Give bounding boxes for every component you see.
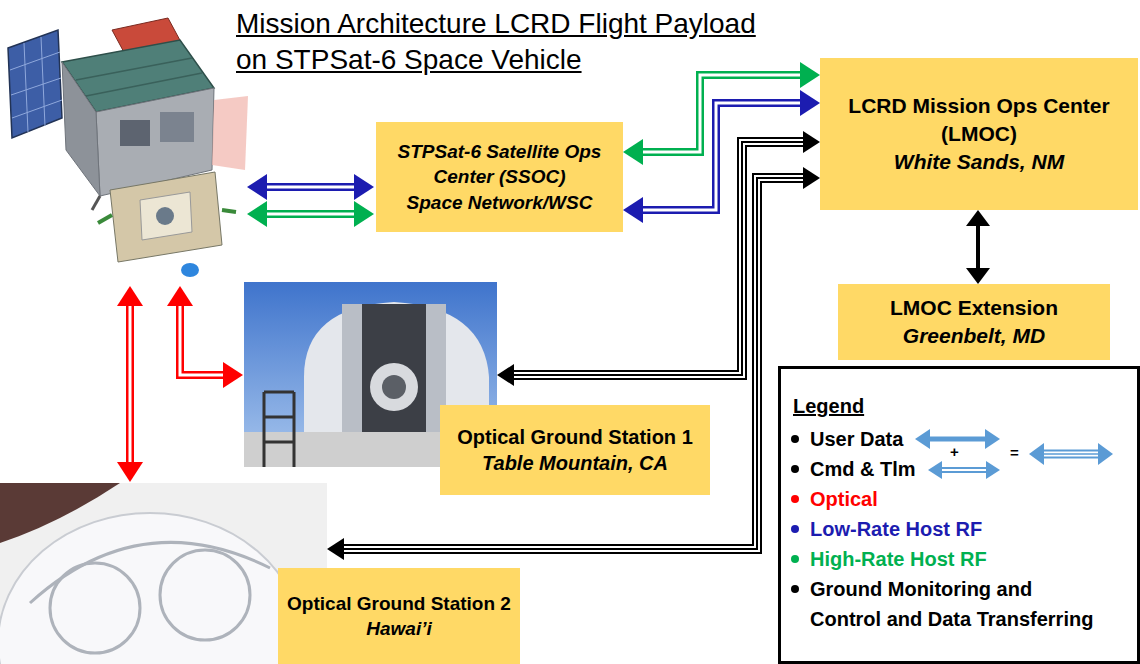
connector-line bbox=[641, 103, 802, 210]
connector-line bbox=[976, 224, 980, 270]
node-location: Hawai’i bbox=[366, 616, 431, 641]
diagram-title: Mission Architecture LCRD Flight Payload… bbox=[236, 6, 776, 79]
node-name: Optical Ground Station 1 bbox=[457, 424, 693, 450]
legend-entry: Low-Rate Host RF bbox=[791, 514, 982, 544]
arrowhead bbox=[623, 139, 643, 165]
satellite-illustration bbox=[8, 18, 248, 277]
legend-swatch bbox=[791, 495, 799, 503]
node-location: Table Mountain, CA bbox=[482, 450, 668, 476]
node-name: LMOC Extension bbox=[890, 294, 1058, 322]
ops-center-box: LMOC ExtensionGreenbelt, MD bbox=[838, 284, 1110, 360]
legend-entry: User Data bbox=[791, 424, 903, 454]
legend-swatch bbox=[791, 525, 799, 533]
node-location: Space Network/WSC bbox=[407, 190, 593, 215]
ops-center-box: LCRD Mission Ops Center (LMOC)White Sand… bbox=[820, 58, 1138, 210]
connector bbox=[966, 210, 990, 284]
arrowhead bbox=[327, 538, 344, 560]
arrowhead bbox=[623, 197, 643, 223]
legend-entry: Ground Monitoring and Control and Data T… bbox=[791, 574, 1102, 634]
connector-line bbox=[342, 178, 805, 549]
legend-text: User Data bbox=[810, 424, 903, 454]
legend-heading: Legend bbox=[793, 394, 864, 418]
arrowhead bbox=[497, 364, 514, 386]
node-name: LCRD Mission Ops Center (LMOC) bbox=[828, 92, 1130, 147]
legend-bullet bbox=[791, 465, 799, 473]
legend-text: Low-Rate Host RF bbox=[810, 514, 982, 544]
station-label-box: Optical Ground Station 1Table Mountain, … bbox=[440, 405, 710, 495]
legend-swatch bbox=[791, 585, 799, 593]
node-name: STPSat-6 Satellite Ops Center (SSOC) bbox=[384, 139, 615, 189]
arrowhead bbox=[966, 210, 990, 226]
connector-line bbox=[342, 178, 805, 549]
station-label-box: Optical Ground Station 2Hawai’i bbox=[278, 568, 520, 664]
ground-station: Optical Ground Station 1Table Mountain, … bbox=[244, 282, 497, 467]
legend-bullet bbox=[791, 435, 799, 443]
arrowhead bbox=[803, 131, 820, 153]
legend-text: High-Rate Host RF bbox=[810, 544, 987, 574]
ground-station: Optical Ground Station 2Hawai’i bbox=[0, 483, 327, 664]
connector bbox=[623, 62, 820, 165]
connector-line bbox=[641, 103, 802, 210]
legend-entry: High-Rate Host RF bbox=[791, 544, 987, 574]
rf-link-arrow bbox=[247, 174, 374, 227]
legend-entry: Cmd & Tlm bbox=[791, 454, 916, 484]
arrowhead bbox=[966, 268, 990, 284]
arrowhead bbox=[800, 62, 820, 88]
cmd-tlm-sample bbox=[928, 461, 1000, 479]
node-name: Optical Ground Station 2 bbox=[287, 591, 511, 616]
connector bbox=[623, 90, 820, 223]
equals-sign: = bbox=[1010, 444, 1019, 462]
ops-center-box: STPSat-6 Satellite Ops Center (SSOC)Spac… bbox=[376, 122, 623, 232]
legend-text: Ground Monitoring and Control and Data T… bbox=[810, 574, 1102, 634]
legend-entry: Optical bbox=[791, 484, 878, 514]
plus-sign: + bbox=[950, 443, 959, 461]
arrowhead bbox=[800, 90, 820, 116]
legend-text: Cmd & Tlm bbox=[810, 454, 916, 484]
legend-text: Optical bbox=[810, 484, 878, 514]
optical-link-arrow bbox=[117, 286, 243, 482]
connector-line bbox=[342, 178, 805, 549]
node-location: White Sands, NM bbox=[894, 148, 1064, 176]
combined-sample bbox=[1029, 443, 1113, 465]
legend-swatch bbox=[791, 555, 799, 563]
arrowhead bbox=[803, 167, 820, 189]
node-location: Greenbelt, MD bbox=[903, 322, 1045, 350]
